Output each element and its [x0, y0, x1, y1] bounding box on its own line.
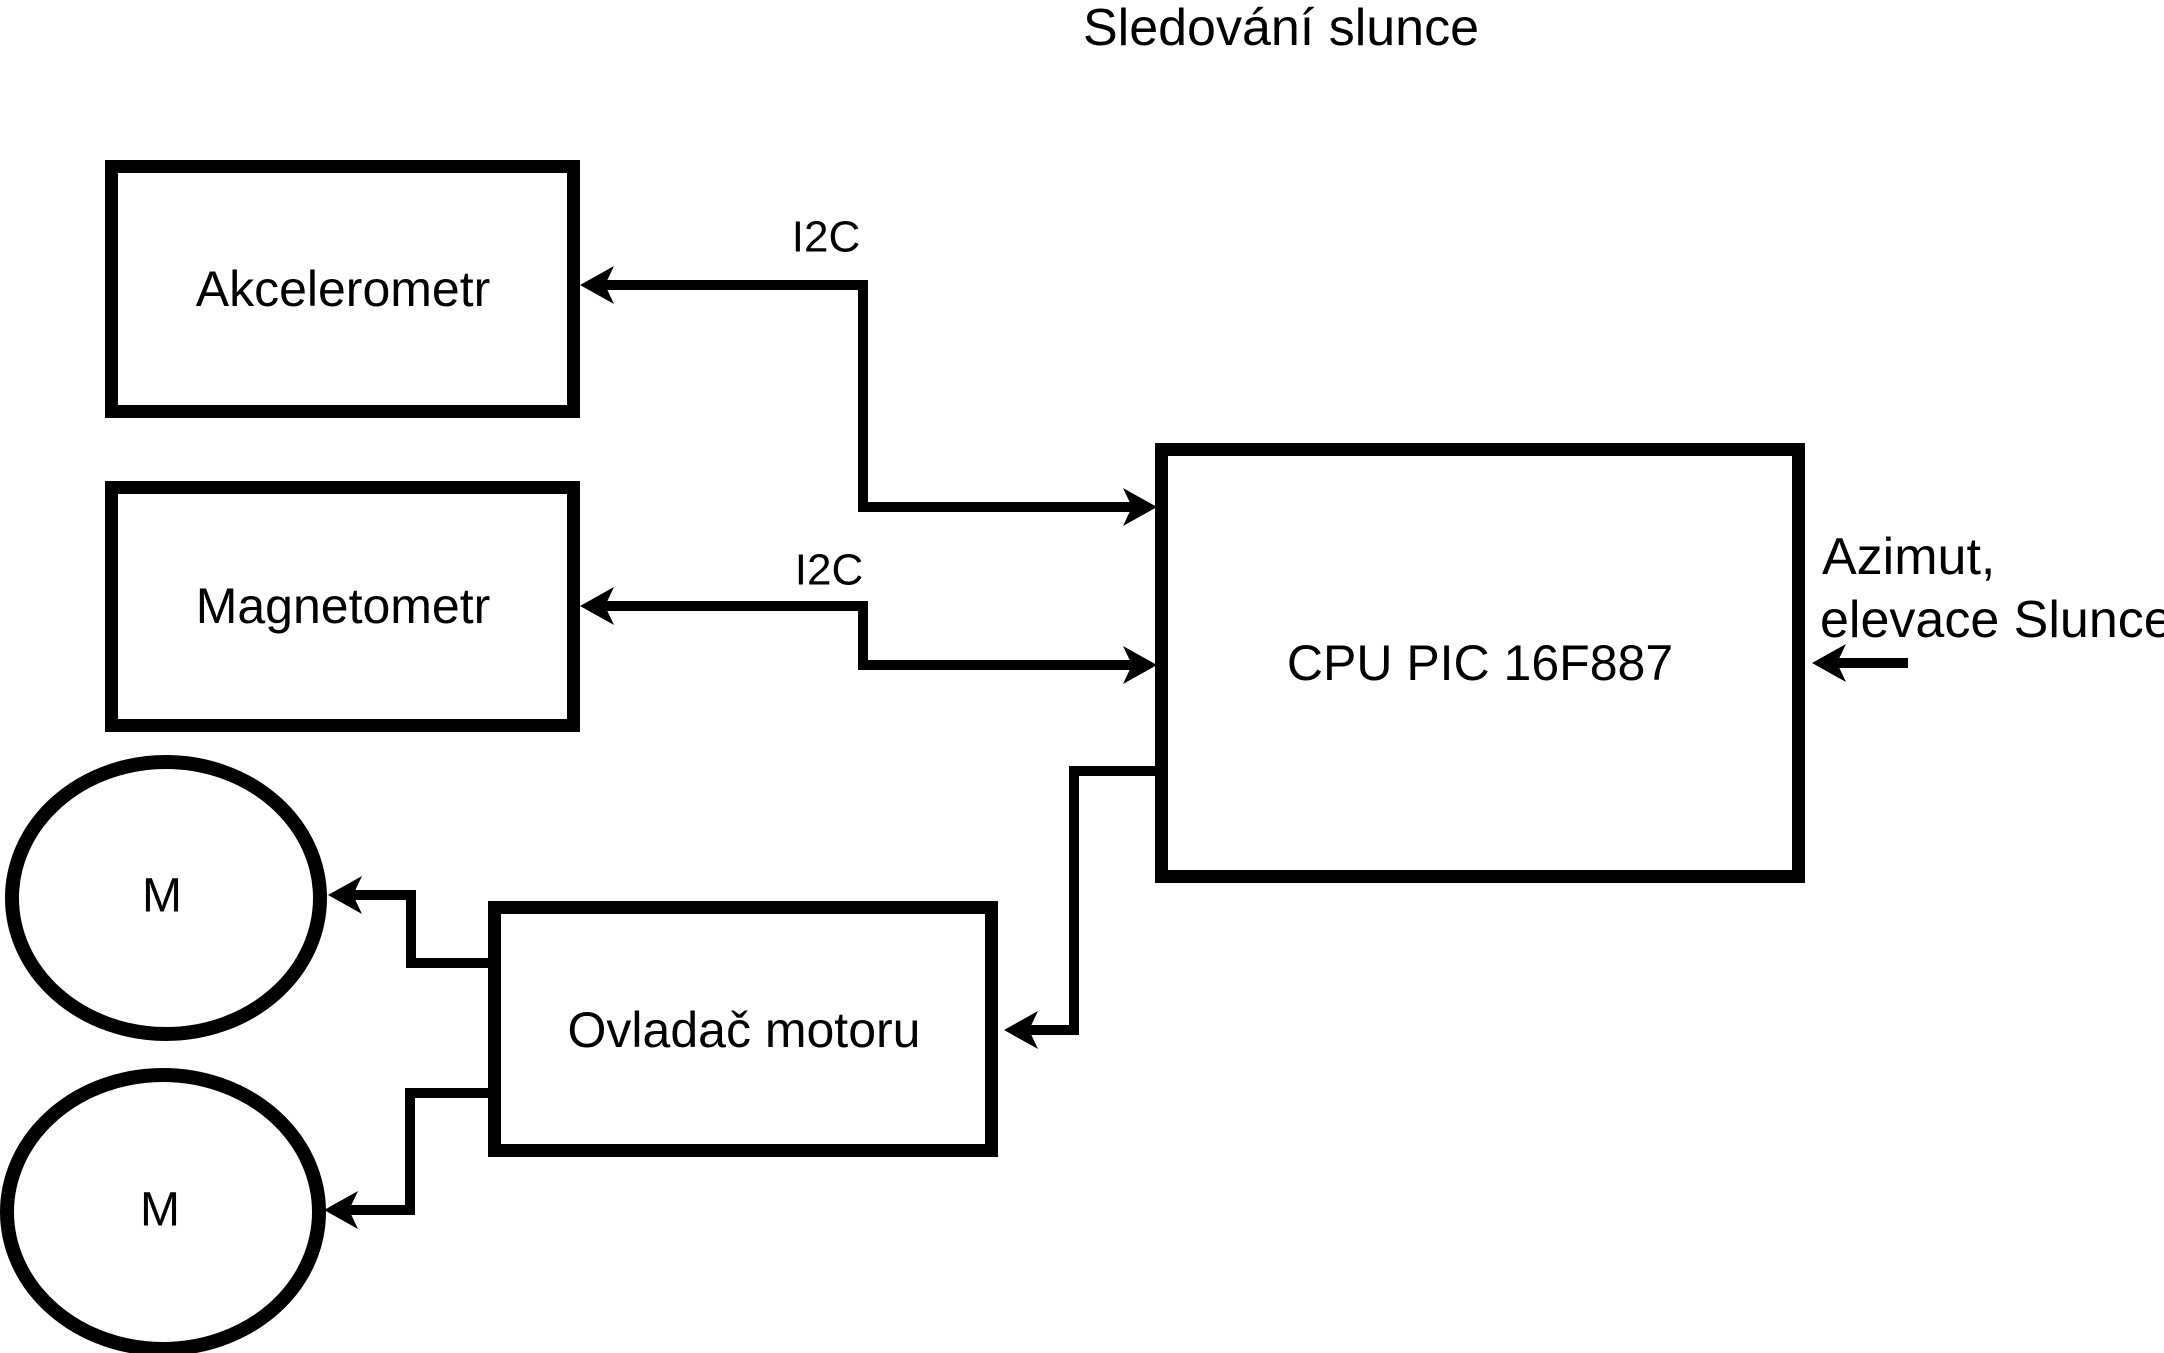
arrowhead-into-cpu-from-sun-input: [1812, 644, 1846, 682]
ovladac-to-motor2-trace: [349, 1088, 488, 1215]
sun-input-label-line1: Azimut,: [1822, 528, 1995, 586]
cpu-to-ovladac-trace: [1029, 766, 1155, 1035]
magnetometr-label: Magnetometr: [196, 578, 491, 634]
arrowhead-into-cpu-from-akcelerometr: [1123, 488, 1157, 526]
motor2-circle: [0, 1068, 326, 1353]
arrowhead-into-motor1: [328, 876, 362, 914]
sun-input-label-line2: elevace Slunce: [1820, 591, 2164, 649]
i2c-magnetometr-trace: [605, 601, 1132, 670]
arrowhead-into-ovladac: [1004, 1011, 1038, 1049]
arrowhead-into-magnetometr: [580, 587, 614, 625]
arrowhead-into-cpu-from-magnetometr: [1123, 646, 1157, 684]
diagram-title: Sledování slunce: [1083, 0, 1479, 57]
motor1-circle: [5, 755, 327, 1041]
i2c-akcelerometr-label: I2C: [792, 213, 860, 262]
arrowhead-into-akcelerometr: [580, 266, 614, 304]
cpu-box: [1155, 443, 1805, 883]
akcelerometr-label: Akcelerometr: [196, 261, 491, 317]
akcelerometr-box: [105, 160, 580, 418]
ovladac-motoru-box: [488, 901, 998, 1157]
motor1-label: M: [142, 870, 182, 923]
motor2-label: M: [140, 1184, 180, 1237]
magnetometr-box: [105, 481, 580, 732]
i2c-magnetometr-label: I2C: [795, 546, 863, 595]
cpu-label: CPU PIC 16F887: [1287, 635, 1673, 691]
ovladac-to-motor1-trace: [353, 890, 488, 968]
ovladac-motoru-label: Ovladač motoru: [568, 1002, 921, 1058]
i2c-akcelerometr-trace: [605, 280, 1132, 512]
arrowhead-into-motor2: [324, 1191, 358, 1229]
